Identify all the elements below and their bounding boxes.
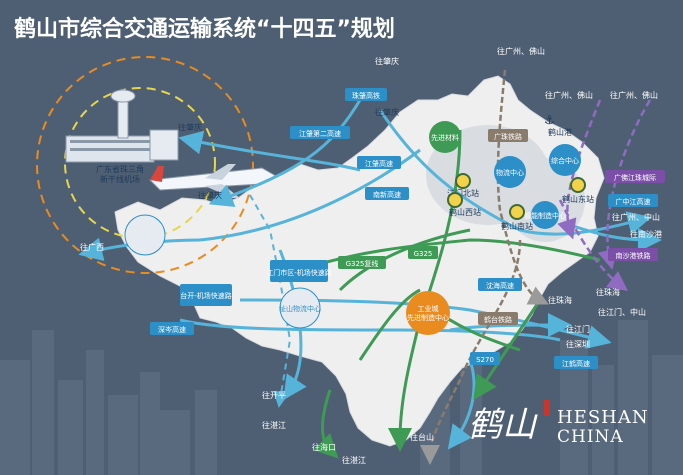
- airport-inner-radius: [64, 87, 216, 239]
- tag-zhuzhao-rail: 珠肇高铁: [352, 91, 380, 100]
- tag-shenhai: 沈海高速: [486, 281, 514, 290]
- airport-name-2: 新干线机场: [100, 174, 140, 184]
- dest-gz-fs-top: 往广州、佛山: [497, 46, 545, 56]
- tag-jiangmen-airport: 江门市区-机场快速路: [266, 268, 332, 277]
- airport-radius: [36, 56, 254, 274]
- zone-circle-2: 物流中心: [496, 168, 524, 177]
- tag-shencen: 深岑高速: [158, 325, 186, 334]
- station-heshan-south: 鹤山南站: [501, 221, 533, 231]
- dest-guangxi: 往广西: [80, 242, 104, 252]
- industrial-hub[interactable]: [406, 291, 450, 335]
- hub-label1: 工业城: [418, 304, 439, 313]
- tag-guangzhongjiang: 广中江高速: [616, 197, 651, 206]
- tag-intercity: 广佛江珠城际: [614, 173, 656, 182]
- zone-circles: 先进材料 物流中心 综合中心 智能制造中心 址山物流中心: [124, 121, 581, 329]
- tag-g325: G325: [414, 250, 433, 258]
- dest-zhaoqing-plane: 往肇庆: [198, 190, 222, 200]
- zone-circle-4: 智能制造中心: [524, 211, 566, 220]
- dest-zhaoqing-left: 往肇庆: [178, 122, 202, 132]
- tag-nanxin: 南新高速: [373, 190, 401, 199]
- seal-stamp: [544, 400, 550, 416]
- dest-kaiping: 往开平: [262, 390, 286, 400]
- zone-circle-3: 综合中心: [551, 156, 579, 165]
- dest-shenzhen: 往深圳: [566, 339, 590, 349]
- route-tags: 珠肇高铁 江肇第二高速 广珠铁路 江肇高速 南新高速 广佛江珠城际 广中江高速 …: [150, 88, 665, 369]
- destination-labels: 往肇庆 往肇庆 往肇庆 往肇庆 往广州、佛山 往广州、佛山 往广州、佛山 往广州…: [80, 46, 662, 465]
- brand-name: HESHAN: [557, 407, 649, 428]
- brand-country: CHINA: [557, 427, 624, 447]
- tag-jiangzhao2: 江肇第二高速: [299, 129, 341, 138]
- station-heshan-west: 鹤山西站: [449, 207, 481, 217]
- anchor-icon: ⚓: [544, 113, 555, 127]
- dest-zhuhai2: 往珠海: [596, 287, 620, 297]
- stations: 江门北站 鹤山西站 鹤山南站 鹤山东站 鹤山港 ⚓: [447, 113, 594, 231]
- page-title: 鹤山市综合交通运输系统“十四五”规划: [14, 16, 395, 42]
- tag-jiangzhao: 江肇高速: [365, 159, 393, 168]
- dest-jiangmen-zs: 往江门、中山: [598, 307, 646, 317]
- tag-jianghe: 江鹤高速: [562, 359, 590, 368]
- zone-circle-1: 先进材料: [431, 133, 459, 142]
- zone-circle-5: 址山物流中心: [279, 304, 321, 313]
- brand-calligraphy: 鹤山: [468, 405, 538, 445]
- dest-haikou: 往海口: [312, 442, 336, 452]
- dest-jiangmen: 往江门: [566, 324, 590, 334]
- tag-s270: S270: [476, 356, 494, 364]
- station-port: 鹤山港: [548, 127, 572, 137]
- dest-zhuhai: 往珠海: [548, 295, 572, 305]
- tag-hetai-rail: 鹤台铁路: [484, 315, 512, 324]
- dest-zhaoqing-top: 往肇庆: [375, 56, 399, 66]
- dest-zhanjiang1: 往湛江: [262, 420, 286, 430]
- dest-gz-fs-r2: 往广州、佛山: [610, 90, 658, 100]
- tag-guangzhu-rail: 广珠铁路: [494, 132, 522, 141]
- tag-taikai: 台开-机场快速路: [180, 291, 232, 300]
- airport-terminal: [65, 89, 179, 163]
- dest-zhanjiang2: 往湛江: [342, 455, 366, 465]
- tag-g325-fuxian: G325复线: [346, 259, 379, 268]
- dest-gz-fs-r1: 往广州、佛山: [545, 90, 593, 100]
- airport-name-1: 广东省珠三角: [96, 164, 144, 174]
- tag-nansha-rail: 南沙港铁路: [616, 251, 651, 260]
- dest-zhaoqing-mid: 往肇庆: [375, 107, 399, 117]
- hub-label2: 先进制造中心: [407, 313, 449, 322]
- dest-taishan: 往台山: [410, 432, 434, 442]
- dest-gz-zs: 往广州、中山: [612, 212, 660, 222]
- dest-nansha: 往南沙港: [630, 229, 662, 239]
- station-jiangmen-north: 江门北站: [447, 188, 479, 198]
- station-heshan-east: 鹤山东站: [562, 194, 594, 204]
